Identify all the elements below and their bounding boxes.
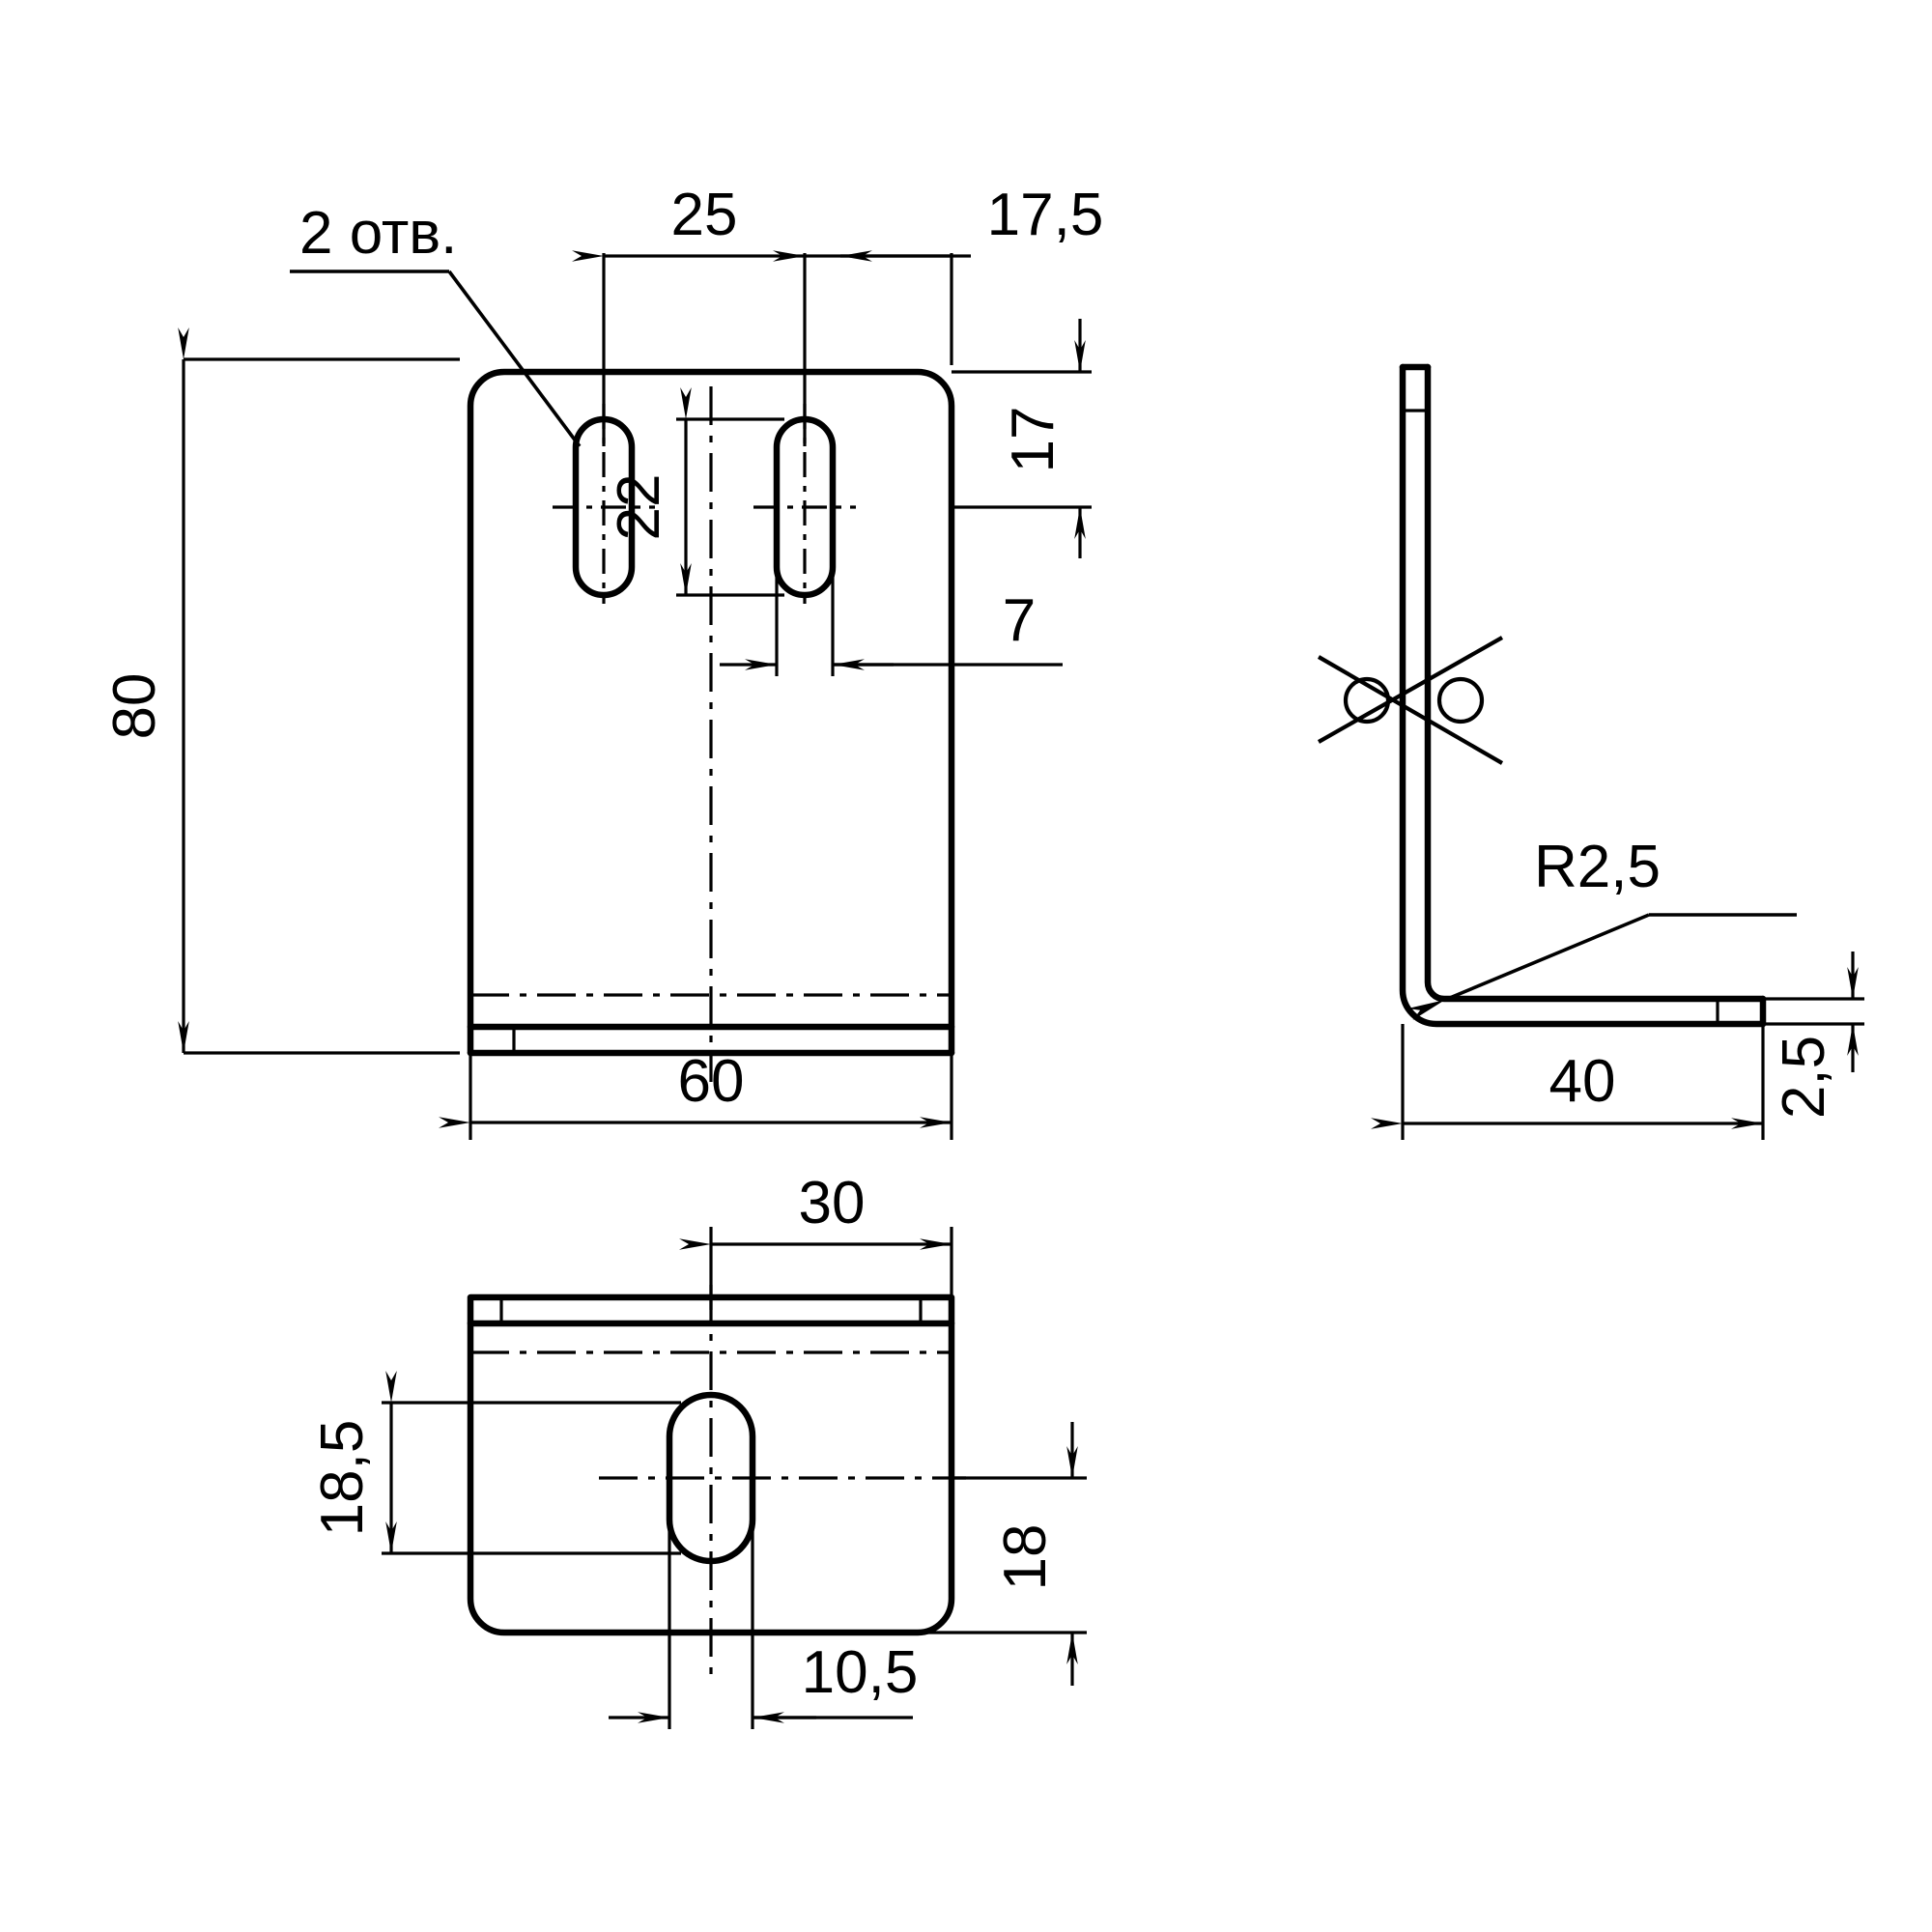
dim-2-5-label: 2,5 (1771, 1036, 1837, 1119)
dim-17-5-label: 17,5 (987, 182, 1104, 248)
dim-17-group (952, 319, 1092, 558)
dim-30-label: 30 (799, 1170, 866, 1236)
dim-25-group (572, 250, 807, 446)
slot-right (773, 415, 837, 599)
dim-r25-label: R2,5 (1534, 834, 1661, 900)
dim-60-label: 60 (678, 1048, 745, 1115)
side-view-inner-profile (1424, 363, 1767, 1003)
dim-r25-leader (1407, 913, 1797, 1021)
dim-18-5-label: 18,5 (309, 1420, 376, 1537)
dim-17-label: 17 (1000, 407, 1066, 473)
dim-80-label: 80 (101, 673, 168, 740)
dim-25-label: 25 (671, 182, 738, 248)
slot-left (572, 415, 636, 599)
front-view: 2 отв. 80 60 25 17,5 (101, 182, 1103, 1140)
side-view: R2,5 40 2,5 (1317, 363, 1864, 1140)
side-view-outer-profile (1399, 363, 1767, 1028)
dim-40-label: 40 (1549, 1048, 1616, 1115)
dim-18-5-group (382, 1371, 681, 1555)
dim-22-label: 22 (606, 474, 672, 541)
dim-18-group (898, 1422, 1087, 1686)
dim-2-5-group (1763, 952, 1864, 1072)
dim-22-group (676, 387, 784, 597)
dim-10-5-label: 10,5 (802, 1639, 919, 1706)
dim-17-5-group (805, 250, 971, 365)
dim-80-group (178, 327, 460, 1055)
dim-40-group (1371, 1024, 1765, 1140)
holes-note-label: 2 отв. (299, 200, 457, 267)
dim-7-label: 7 (1003, 587, 1036, 654)
front-view-outline (467, 368, 955, 1057)
dim-10-5-group (609, 1478, 913, 1729)
dim-18-label: 18 (992, 1524, 1059, 1591)
dim-7-group (720, 570, 1063, 676)
holes-note-leader (290, 270, 582, 448)
bottom-view: 30 18,5 18 10,5 (309, 1170, 1087, 1729)
dim-60-group (439, 1053, 953, 1140)
dim-30-group (679, 1227, 953, 1310)
break-symbol (1317, 636, 1504, 765)
